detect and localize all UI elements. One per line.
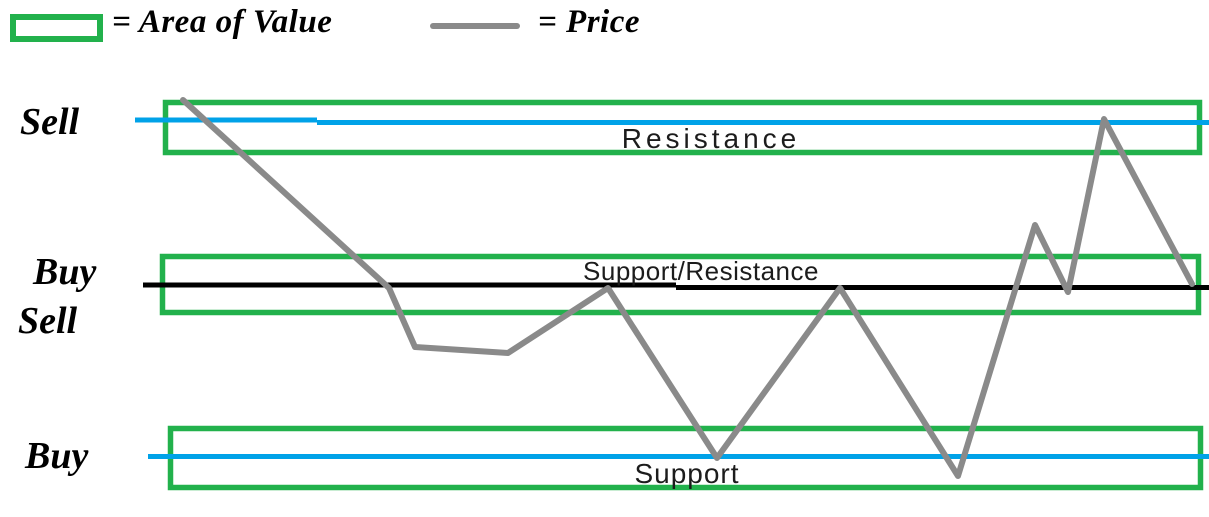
resistance-level-line bbox=[135, 117, 1209, 125]
sell-label-middle: Sell bbox=[18, 300, 78, 342]
legend-price-label: = Price bbox=[538, 4, 641, 40]
support-resistance-level-line bbox=[143, 282, 1209, 290]
support-zone-label: Support bbox=[634, 458, 740, 489]
area-of-value-swatch-icon bbox=[10, 14, 103, 42]
buy-label-middle: Buy bbox=[33, 251, 97, 293]
price-line bbox=[180, 97, 1195, 479]
resistance-zone-label: Resistance bbox=[621, 123, 801, 154]
sell-label-resistance: Sell bbox=[20, 101, 80, 143]
resistance-zone-box bbox=[162, 99, 1203, 156]
buy-label-support: Buy bbox=[25, 435, 89, 477]
price-line-swatch-icon bbox=[430, 23, 520, 29]
support-resistance-zone-label: Support/Resistance bbox=[583, 256, 819, 286]
legend-area-of-value-label: = Area of Value bbox=[112, 4, 333, 40]
